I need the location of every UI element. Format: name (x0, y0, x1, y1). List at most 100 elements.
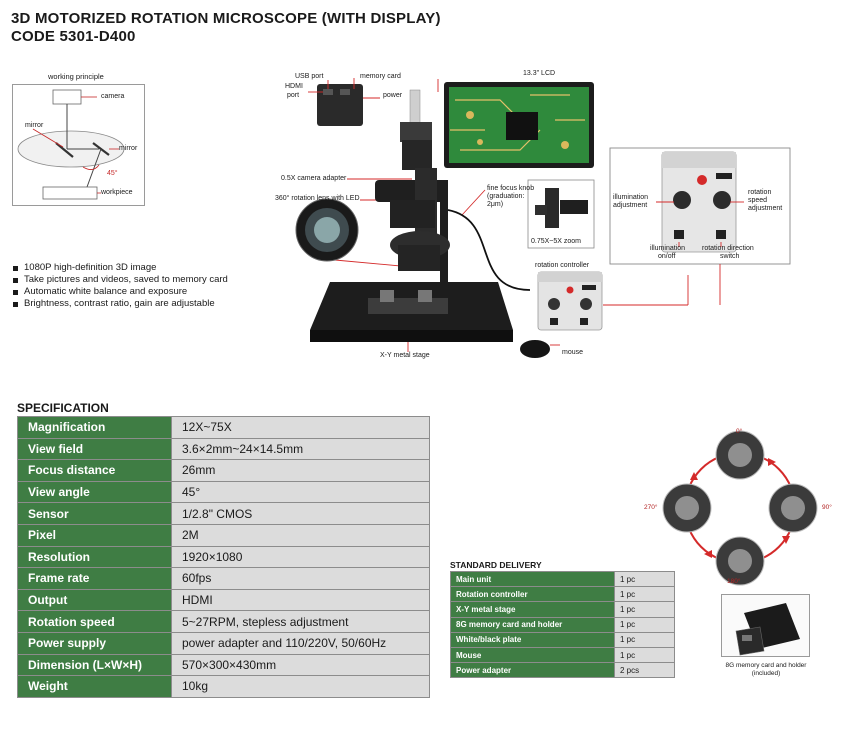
memory-card-caption-line-1: 8G memory card and holder (725, 662, 807, 669)
lcd-label: 13.3" LCD (523, 70, 556, 77)
camera-adapter-label: 0.5X camera adapter (281, 175, 347, 182)
delivery-quantity: 1 pc (614, 631, 675, 648)
spec-value: power adapter and 110/220V, 50/60Hz (171, 631, 430, 655)
spec-key: Sensor (17, 502, 172, 525)
spec-key: Weight (17, 675, 172, 698)
delivery-quantity: 1 pc (614, 586, 675, 603)
rotation-views-drawing (662, 430, 818, 586)
mouse-label: mouse (562, 349, 584, 356)
direction-switch-label-2: switch (720, 253, 740, 260)
delivery-item: Power adapter (450, 662, 615, 679)
rotation-views-diagram: 0° 270° 90° 180° (640, 428, 840, 588)
rotation-lens-label: 360° rotation lens with LED (275, 195, 360, 202)
spec-key: Output (17, 588, 172, 612)
delivery-item: White/black plate (450, 631, 615, 648)
working-principle-drawing (17, 89, 125, 200)
spec-value: 12X~75X (171, 416, 430, 439)
feature-item: Take pictures and videos, saved to memor… (12, 274, 228, 286)
title-line-2: CODE 5301-D400 (11, 28, 136, 45)
feature-item: 1080P high-definition 3D image (12, 262, 228, 274)
spec-value: 26mm (171, 459, 430, 482)
title-line-1: 3D MOTORIZED ROTATION MICROSCOPE (WITH D… (11, 10, 441, 27)
zoom-label: 0.75X~5X zoom (531, 238, 582, 245)
feature-item: Automatic white balance and exposure (12, 286, 228, 298)
delivery-item: Main unit (450, 570, 615, 588)
spec-key: Pixel (17, 523, 172, 547)
stage-label: X-Y metal stage (380, 352, 430, 359)
delivery-quantity: 1 pc (614, 646, 675, 664)
specification-heading: SPECIFICATION (17, 401, 109, 415)
usb-port-label: USB port (295, 73, 324, 80)
spec-value: 2M (171, 523, 430, 547)
fine-focus-label-3: 2μm) (487, 201, 504, 208)
feature-item: Brightness, contrast ratio, gain are adj… (12, 298, 228, 310)
spec-key: Magnification (17, 416, 172, 439)
feature-list: 1080P high-definition 3D image Take pict… (12, 262, 228, 310)
illumination-onoff-label-2: on/off (658, 253, 676, 260)
spec-value: 5~27RPM, stepless adjustment (171, 610, 430, 633)
delivery-quantity: 1 pc (614, 570, 675, 588)
spec-value: 60fps (171, 567, 430, 590)
spec-value: 3.6×2mm~24×14.5mm (171, 437, 430, 461)
memory-card-caption: 8G memory card and holder (included) (714, 662, 818, 678)
speed-adjustment-label-1: rotation (748, 189, 772, 196)
spec-value: 10kg (171, 675, 430, 698)
product-diagram: USB port memory card HDMI port power 13.… (270, 60, 810, 380)
spec-key: Frame rate (17, 567, 172, 590)
illumination-onoff-label-1: illumination (650, 245, 686, 252)
rotation-270-label: 270° (644, 504, 658, 511)
speed-adjustment-label-2: speed (748, 197, 768, 204)
memory-card-drawing (735, 603, 800, 656)
page-title: 3D MOTORIZED ROTATION MICROSCOPE (WITH D… (11, 10, 441, 46)
mirror-label-left: mirror (25, 122, 44, 129)
fine-focus-label-1: fine focus knob (487, 185, 535, 192)
angle-label: 45° (107, 170, 118, 177)
standard-delivery-heading: STANDARD DELIVERY (450, 560, 542, 570)
delivery-quantity: 1 pc (614, 601, 675, 618)
memory-card-image (721, 594, 810, 657)
memory-card-caption-line-2: (included) (751, 670, 781, 677)
rotation-controller-label: rotation controller (535, 262, 590, 269)
spec-key: View angle (17, 480, 172, 504)
spec-value: 1920×1080 (171, 545, 430, 569)
working-principle-diagram: camera mirror mirror 45° workpiece (12, 84, 145, 206)
spec-value: 570×300×430mm (171, 653, 430, 677)
mirror-label-right: mirror (119, 145, 138, 152)
delivery-item: Mouse (450, 646, 615, 664)
camera-label: camera (101, 93, 125, 100)
direction-switch-label-1: rotation direction (702, 245, 754, 252)
fine-focus-label-2: (graduation: (487, 193, 525, 200)
delivery-item: 8G memory card and holder (450, 616, 615, 633)
spec-key: View field (17, 437, 172, 461)
spec-value: HDMI (171, 588, 430, 612)
spec-value: 1/2.8" CMOS (171, 502, 430, 525)
spec-key: Resolution (17, 545, 172, 569)
delivery-quantity: 2 pcs (614, 662, 675, 679)
spec-key: Rotation speed (17, 610, 172, 633)
rotation-180-label: 180° (727, 578, 741, 585)
speed-adjustment-label-3: adjustment (748, 205, 783, 212)
delivery-item: Rotation controller (450, 586, 615, 603)
illumination-adjustment-label-2: adjustment (613, 202, 648, 209)
microscope-illustration (295, 78, 791, 358)
workpiece-label: workpiece (101, 189, 133, 196)
working-principle-caption: working principle (48, 72, 104, 81)
delivery-item: X-Y metal stage (450, 601, 615, 618)
